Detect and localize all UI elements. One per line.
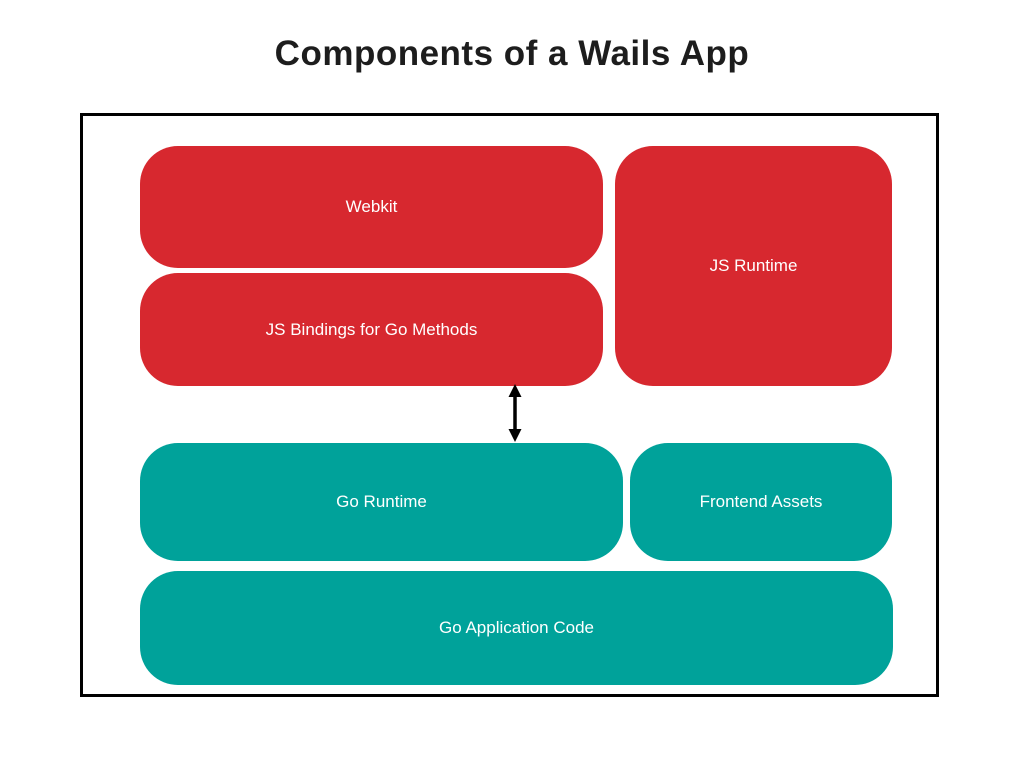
box-frontend-assets-label: Frontend Assets	[699, 492, 823, 511]
diagram-frame: Webkit JS Bindings for Go Methods JS Run…	[80, 113, 939, 697]
box-js-runtime-label: JS Runtime	[709, 256, 798, 275]
box-go-runtime: Go Runtime	[140, 443, 623, 561]
double-arrow-icon	[505, 384, 525, 442]
box-webkit: Webkit	[140, 146, 603, 268]
box-webkit-label: Webkit	[345, 197, 398, 216]
box-js-bindings-label: JS Bindings for Go Methods	[265, 319, 478, 339]
page-title: Components of a Wails App	[274, 34, 750, 73]
box-frontend-assets: Frontend Assets	[630, 443, 892, 561]
box-go-application-code-label: Go Application Code	[439, 618, 594, 637]
box-js-bindings: JS Bindings for Go Methods	[140, 273, 603, 386]
box-js-runtime: JS Runtime	[615, 146, 892, 386]
box-go-application-code: Go Application Code	[140, 571, 893, 685]
box-go-runtime-label: Go Runtime	[336, 492, 427, 511]
